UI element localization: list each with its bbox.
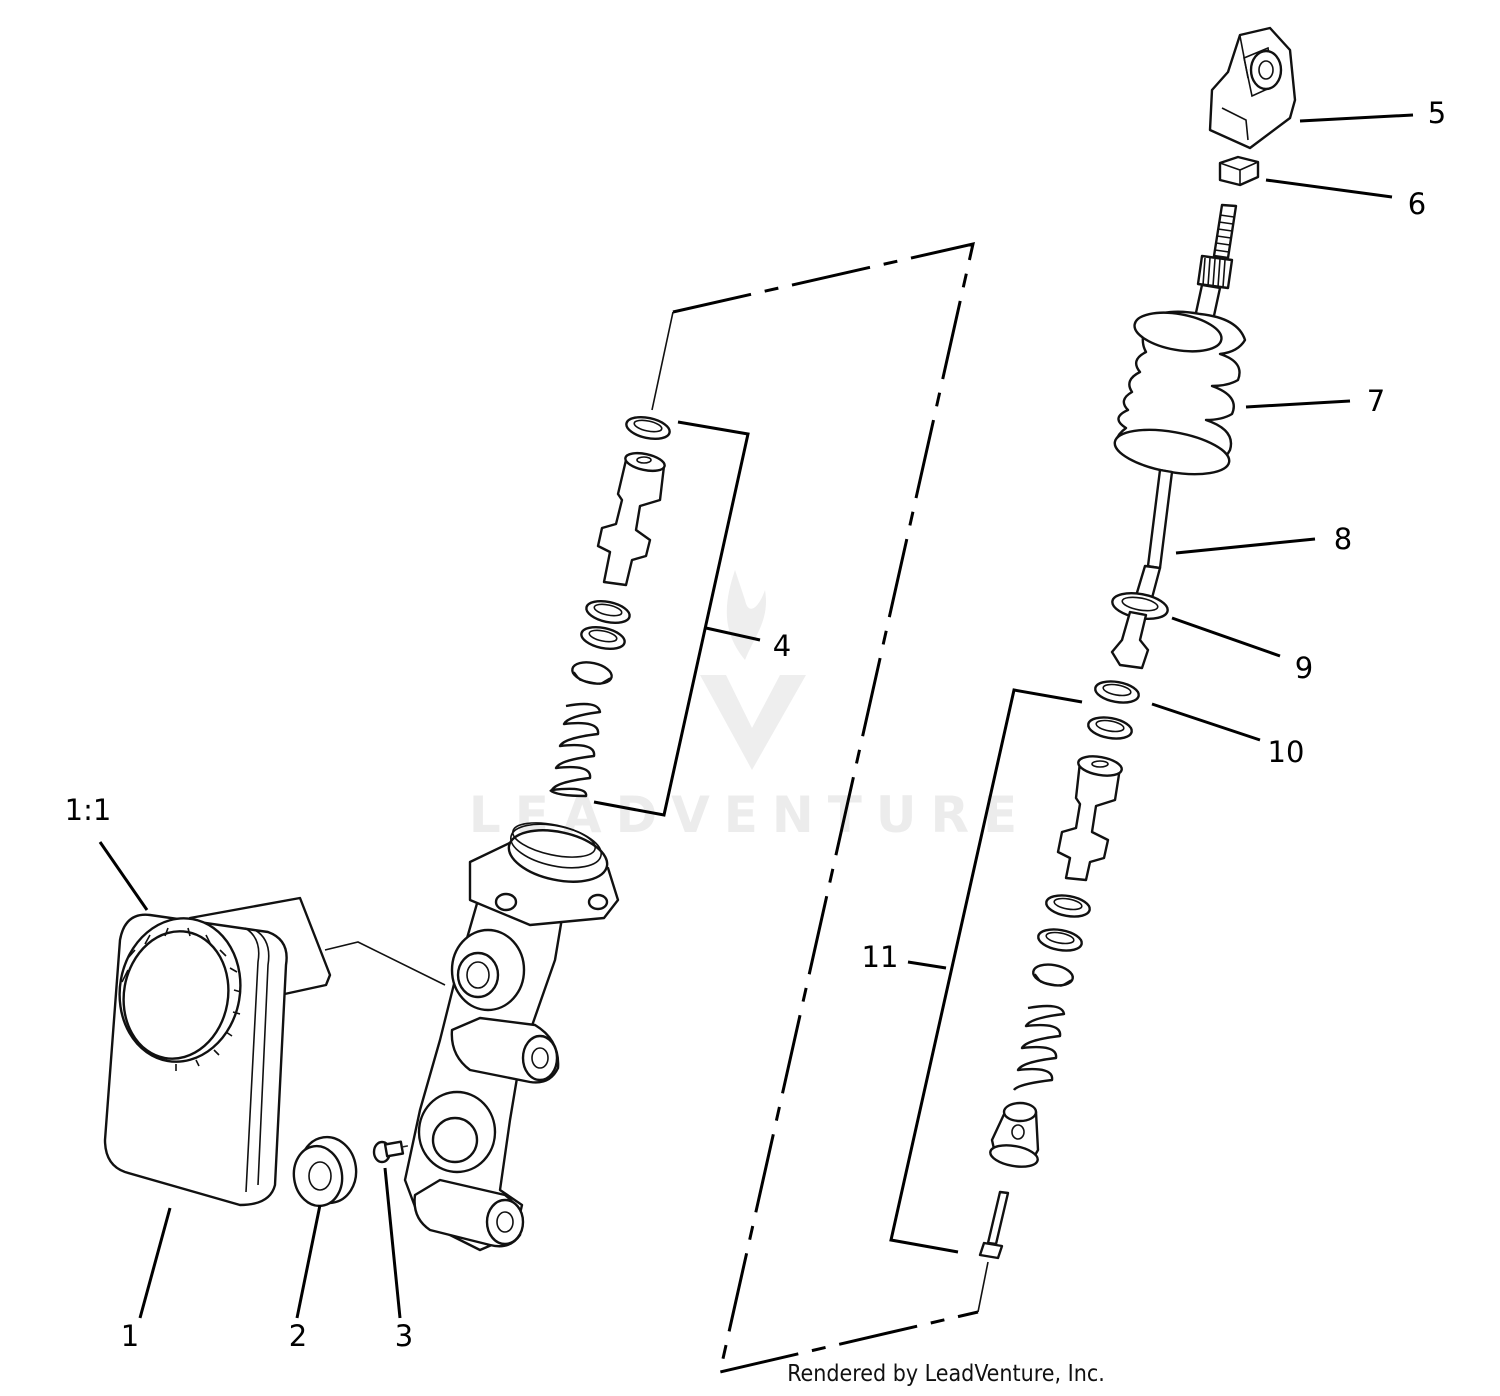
- callout-3: 3: [395, 1319, 413, 1353]
- kit-4-bracket: [593, 420, 750, 817]
- watermark-logo-icon: [700, 570, 806, 770]
- callout-7: 7: [1367, 384, 1385, 418]
- callout-labels: 1:1 1 2 3 4 5 6 7 8 9 10 11: [65, 96, 1447, 1353]
- yoke-part: [1208, 26, 1297, 150]
- kit-11-components: [978, 680, 1140, 1260]
- reservoir-part: [103, 896, 332, 1207]
- kit-4-components: [549, 416, 671, 798]
- leader-10: [1151, 702, 1261, 742]
- callout-6: 6: [1408, 187, 1426, 221]
- callout-8: 8: [1334, 522, 1352, 556]
- leader-lines: [98, 113, 1414, 1319]
- callout-1-1: 1:1: [65, 793, 112, 827]
- watermark: LEADVENTURE: [469, 570, 1017, 844]
- leader-8: [1175, 537, 1316, 555]
- pin-part: [372, 1139, 439, 1164]
- callout-5: 5: [1428, 96, 1446, 130]
- kit-11-leader: [907, 960, 947, 970]
- bracket-leader-bottom: [977, 1261, 989, 1313]
- leader-9: [1171, 616, 1281, 658]
- callout-4: 4: [773, 629, 791, 663]
- leader-6: [1265, 178, 1393, 199]
- callout-10: 10: [1268, 735, 1305, 769]
- kit-4-leader: [705, 626, 761, 642]
- callout-11: 11: [862, 940, 899, 974]
- nut-part: [1218, 155, 1260, 187]
- leader-5: [1299, 113, 1414, 123]
- callout-9: 9: [1295, 651, 1313, 685]
- callout-1: 1: [121, 1319, 139, 1353]
- kit-11-bracket: [889, 688, 1083, 1254]
- render-credit: Rendered by LeadVenture, Inc.: [787, 1361, 1105, 1387]
- bracket-leader-top: [651, 311, 674, 411]
- leader-3: [383, 1167, 402, 1319]
- callout-2: 2: [289, 1319, 307, 1353]
- leader-2: [295, 1204, 322, 1319]
- leader-7: [1245, 399, 1351, 409]
- leader-1-1: [98, 841, 149, 911]
- pushrod-assembly: [1110, 203, 1247, 670]
- reservoir-connection-line: [324, 941, 446, 986]
- master-cylinder-body: [403, 822, 620, 1252]
- assembly-bracket-line: [672, 242, 979, 1375]
- plug-part: [292, 1135, 358, 1208]
- leader-1: [138, 1207, 172, 1319]
